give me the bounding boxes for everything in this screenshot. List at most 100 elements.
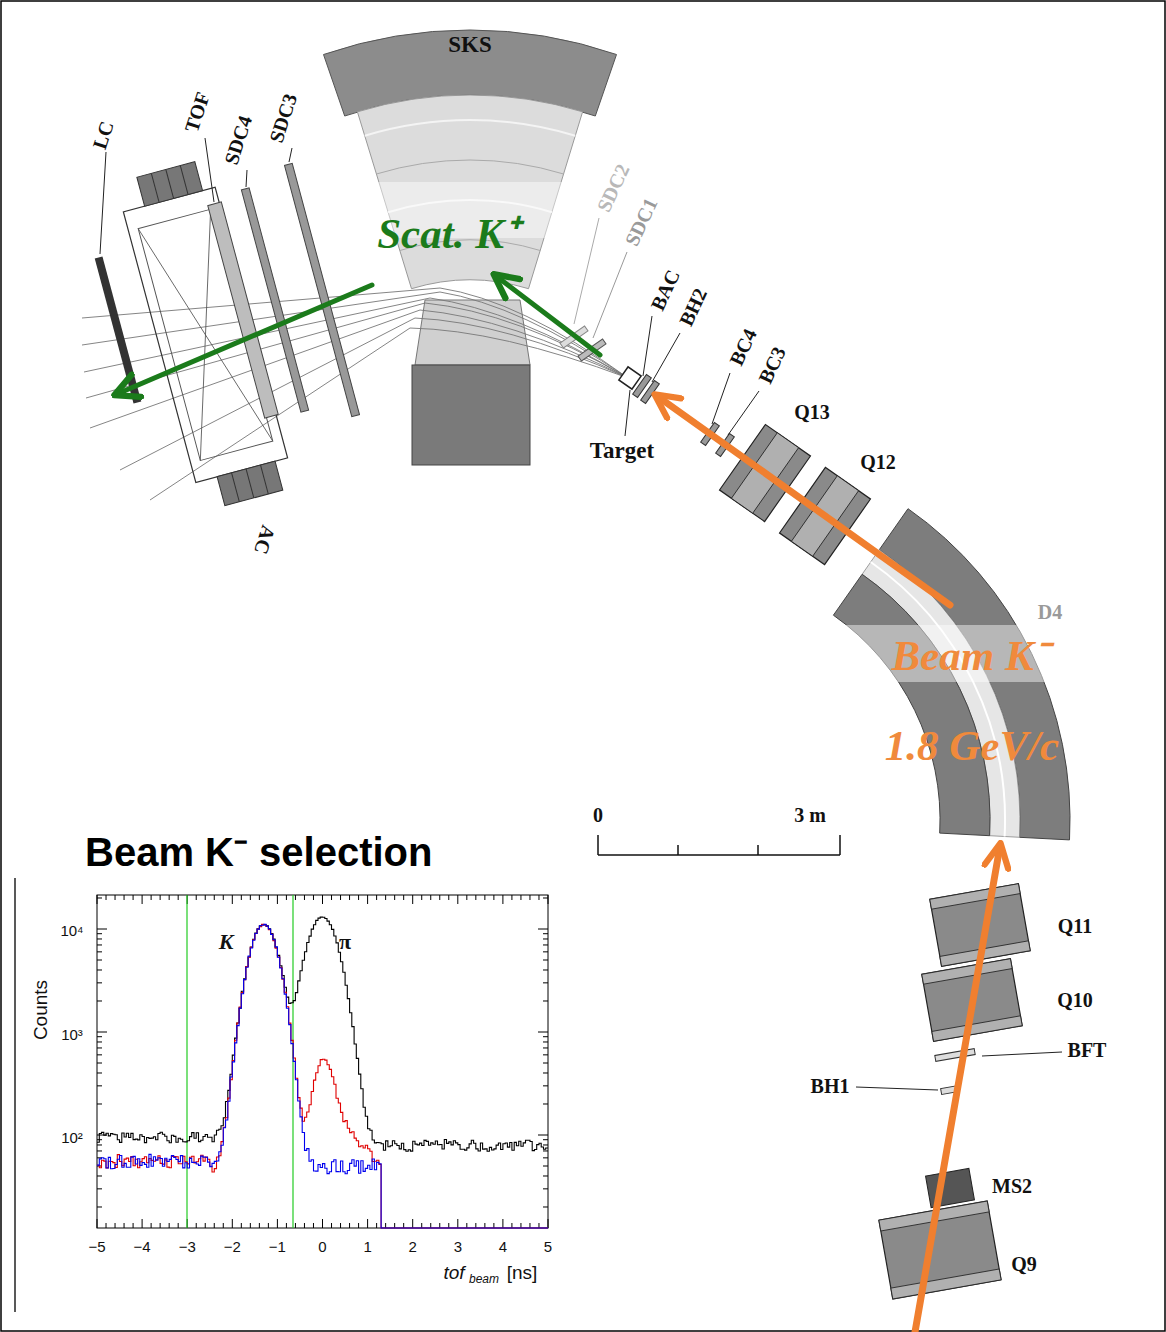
- tof-histogram: [97, 1206, 102, 1207]
- tof-histogram: [448, 1223, 449, 1228]
- tof-histogram: [538, 929, 548, 930]
- tof-histogram: [97, 969, 102, 970]
- tof-histogram: [268, 895, 269, 900]
- tof-histogram: [349, 1223, 350, 1228]
- scale-bar: [757, 845, 759, 855]
- tof-histogram: [97, 1047, 102, 1048]
- tof-histogram: [178, 895, 179, 900]
- magnet-label: Q13: [794, 402, 830, 422]
- tof-histogram: [543, 944, 548, 945]
- tof-histogram: [223, 1223, 224, 1228]
- tof-histogram: [543, 1175, 548, 1176]
- tof-histogram: [97, 1219, 98, 1228]
- quadrupole-magnet: [932, 1016, 1022, 1041]
- tof-histogram: [124, 1223, 125, 1228]
- magnet-label: D4: [1038, 602, 1062, 622]
- tof-histogram: [286, 895, 287, 900]
- leader-lines: [100, 152, 106, 254]
- magnet-label: SKS: [448, 33, 491, 56]
- tick-label: 3: [454, 1239, 462, 1254]
- sks-magnet: [376, 160, 563, 174]
- detector-label: BC4: [726, 326, 760, 369]
- tof-histogram: [196, 1223, 197, 1228]
- detector-label: AC: [251, 523, 279, 557]
- tof-histogram: [457, 895, 458, 904]
- tof-histogram: [97, 951, 102, 952]
- tof-histogram: [520, 1223, 521, 1228]
- quadrupole-magnet: [891, 1269, 1001, 1299]
- tof-histogram: [97, 1032, 107, 1033]
- tof-histogram: [259, 895, 260, 900]
- magnet-label: Q11: [1058, 916, 1092, 936]
- tof-histogram: [412, 1219, 413, 1228]
- beam-arrow: [915, 846, 1000, 1332]
- tick-label: −4: [134, 1239, 151, 1254]
- tof-histogram: [97, 982, 102, 983]
- tof-histogram: [304, 1223, 305, 1228]
- tof-histogram: [169, 1223, 170, 1228]
- tof-histogram: [394, 1223, 395, 1228]
- tick-label: −1: [269, 1239, 286, 1254]
- tof-histogram: [511, 1223, 512, 1228]
- tof-histogram: [358, 1223, 359, 1228]
- scattered-arrow: [117, 276, 600, 394]
- particle-label: Scat. K⁺: [377, 212, 519, 255]
- scale-bar: [598, 854, 840, 856]
- tof-histogram: [295, 895, 296, 900]
- peak-label: K: [219, 931, 234, 953]
- d4-magnet: [833, 574, 990, 835]
- scale-label: 3 m: [794, 805, 826, 825]
- tof-histogram: [543, 1072, 548, 1073]
- tof-histogram: [543, 1139, 548, 1140]
- tof-histogram: [543, 1000, 548, 1001]
- tof-histogram: [142, 1219, 143, 1228]
- tof-histogram: [241, 895, 242, 900]
- tick-label: −2: [224, 1239, 241, 1254]
- tof-histogram: [286, 1223, 287, 1228]
- tick-label: 0: [318, 1239, 326, 1254]
- tof-histogram: [502, 1219, 503, 1228]
- leader-lines: [246, 170, 247, 187]
- tof-histogram: [543, 1166, 548, 1167]
- tof-histogram: [133, 895, 134, 900]
- lc-plane: [95, 257, 142, 404]
- ac-detector: [137, 162, 203, 207]
- tof-histogram: [142, 895, 143, 904]
- tof-histogram: [529, 895, 530, 900]
- scale-bar: [597, 835, 599, 855]
- tof-histogram: [543, 982, 548, 983]
- leader-lines: [574, 218, 599, 324]
- tof-histogram: [97, 933, 102, 934]
- particle-trajectories: [150, 328, 628, 500]
- tof-histogram: [97, 1036, 102, 1037]
- leader-lines: [652, 333, 680, 382]
- tof-histogram: [439, 895, 440, 900]
- peak-label: π: [339, 931, 351, 953]
- beam-arrow: [657, 396, 950, 605]
- ac-detector: [116, 158, 296, 511]
- detector-label: BFT: [1068, 1040, 1107, 1060]
- tof-histogram: [457, 1219, 458, 1228]
- tof-plane: [208, 202, 278, 418]
- tof-histogram: [223, 895, 224, 900]
- tof-histogram: [466, 1223, 467, 1228]
- leader-lines: [856, 1087, 938, 1090]
- tick-label: 10⁴: [60, 923, 83, 938]
- tof-histogram: [186, 895, 187, 1228]
- beam-arrow: [657, 396, 1000, 1332]
- tof-histogram: [543, 1085, 548, 1086]
- tof-histogram: [277, 1219, 278, 1228]
- detector-label: TOF: [181, 90, 213, 135]
- tof-histogram: [543, 933, 548, 934]
- tof-histogram: [160, 895, 161, 900]
- tof-histogram: [543, 1041, 548, 1042]
- tof-histogram: [543, 951, 548, 952]
- ms2-slit: [926, 1168, 975, 1207]
- detector-label: SDC4: [221, 113, 255, 167]
- tof-histogram: [543, 1063, 548, 1064]
- scale-bar: [598, 835, 840, 855]
- detector-label: LC: [89, 119, 117, 152]
- tof-histogram: [250, 1223, 251, 1228]
- tof-histogram: [97, 924, 548, 1228]
